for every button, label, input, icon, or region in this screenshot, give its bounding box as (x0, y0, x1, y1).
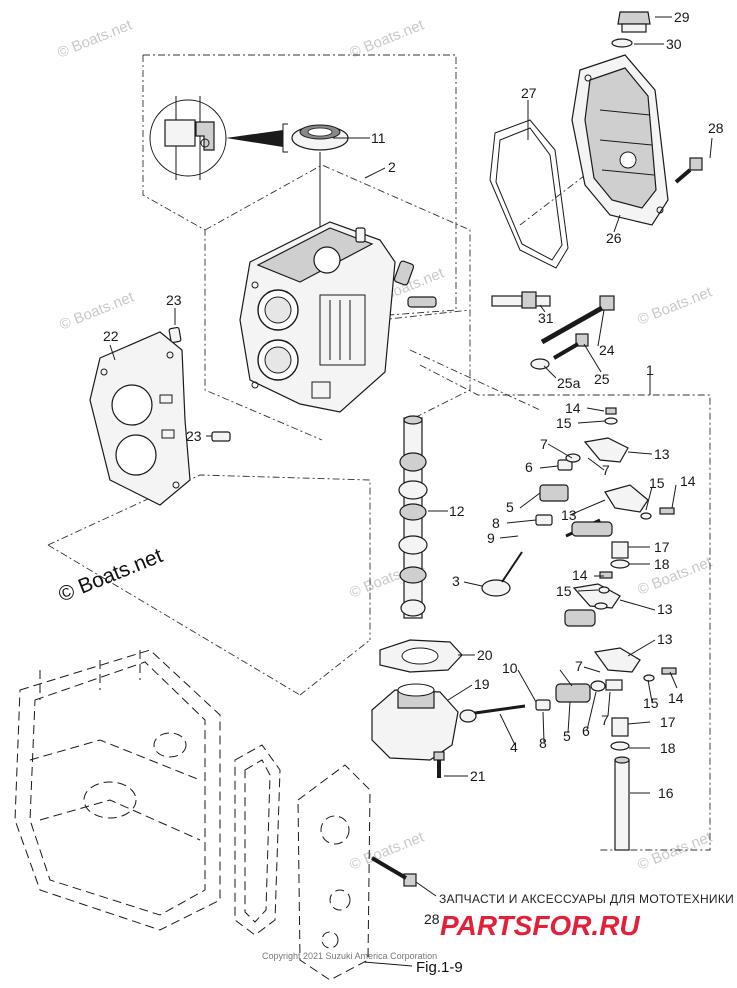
part-label: 14 (680, 473, 696, 489)
plug-icon (355, 227, 366, 243)
part-label: 14 (572, 567, 588, 583)
cap-gasket-icon (611, 38, 633, 48)
cylinder-block-phantom (14, 649, 221, 931)
brand-logo: PARTSFOR.RU (440, 910, 640, 941)
part-label: 1 (646, 362, 654, 378)
part-label: 29 (674, 9, 690, 25)
watermark: © Boats.net (635, 828, 715, 874)
part-label: 13 (657, 631, 673, 647)
part-label: 5 (563, 728, 571, 744)
part-label: 12 (449, 503, 465, 519)
part-label: 24 (599, 342, 615, 358)
part-label: 15 (556, 583, 572, 599)
part-label: 27 (521, 85, 537, 101)
leader-lines (109, 16, 713, 967)
part-label: 15 (643, 695, 659, 711)
watermark: © Boats.net (57, 288, 137, 334)
shop-caption: ЗАПЧАСТИ И АКСЕССУАРЫ ДЛЯ МОТОТЕХНИКИ (439, 892, 734, 906)
gasket-20 (379, 639, 463, 673)
part-illustrations (14, 11, 703, 981)
part-label: 23 (186, 428, 202, 444)
part-label: 2 (388, 159, 396, 175)
part-label: 25 (594, 371, 610, 387)
part-label: 28 (708, 120, 724, 136)
dowel-pin-icon (168, 326, 182, 344)
part-label: 23 (166, 292, 182, 308)
bolt-28-bottom (370, 856, 417, 887)
part-label: 9 (487, 530, 495, 546)
head-cover-gasket (489, 119, 569, 269)
part-label: 7 (602, 462, 610, 478)
bolt-21 (433, 751, 445, 778)
part-label: 21 (470, 768, 486, 784)
figure-number: Fig.1-9 (416, 959, 463, 976)
copyright-text: Copyright 2021 Suzuki America Corporatio… (262, 951, 437, 961)
part-label: 8 (539, 735, 547, 751)
part-label: 7 (601, 712, 609, 728)
dowel-pin-icon (211, 431, 231, 442)
part-label: 25a (557, 375, 581, 391)
bolt-28-top (674, 157, 703, 184)
part-label: 11 (371, 130, 386, 146)
bolt-25 (552, 333, 589, 360)
part-label: 6 (582, 723, 590, 739)
valve-train-lower (459, 667, 677, 851)
exhaust-cover-phantom (234, 744, 281, 936)
part-label: 14 (565, 400, 581, 416)
part-label: 15 (649, 475, 665, 491)
part-label: 4 (510, 739, 518, 755)
part-label: 20 (477, 647, 493, 663)
part-label: 17 (654, 539, 670, 555)
part-label: 22 (103, 328, 119, 344)
thermostat-housing (371, 683, 459, 761)
part-label: 6 (525, 459, 533, 475)
part-label: 10 (502, 660, 518, 676)
watermark-large: © Boats.net (55, 544, 166, 607)
part-label: 18 (654, 556, 670, 572)
part-label: 3 (452, 573, 460, 589)
part-label: 5 (506, 499, 514, 515)
spark-plug (491, 291, 551, 309)
oil-filler-cap (617, 11, 651, 33)
part-label: 13 (654, 446, 670, 462)
camshaft (398, 415, 428, 619)
part-label: 30 (666, 36, 682, 52)
head-gasket (89, 331, 191, 506)
watermark: © Boats.net (635, 553, 715, 599)
valve-train-upper (481, 407, 675, 673)
washer-icon (530, 358, 550, 370)
part-label: 17 (660, 714, 676, 730)
part-label: 16 (658, 785, 674, 801)
manifold-phantom (297, 764, 371, 981)
cylinder-head (239, 221, 396, 413)
part-labels: 1 2 3 4 5 5 6 6 7 7 7 7 8 8 9 10 11 12 1… (103, 9, 724, 927)
part-label: 19 (474, 676, 490, 692)
part-label: 15 (556, 415, 572, 431)
part-label: 8 (492, 515, 500, 531)
part-label: 13 (561, 507, 577, 523)
footer: ЗАПЧАСТИ И АКСЕССУАРЫ ДЛЯ МОТОТЕХНИКИ PA… (262, 892, 734, 976)
part-label: 7 (540, 436, 548, 452)
part-label: 31 (538, 310, 554, 326)
part-label: 13 (657, 601, 673, 617)
watermark: © Boats.net (635, 283, 715, 329)
part-label: 28 (424, 911, 440, 927)
part-label: 18 (660, 740, 676, 756)
watermark: © Boats.net (55, 16, 135, 62)
part-label: 7 (575, 658, 583, 674)
sleeve-icon (393, 260, 415, 286)
part-label: 14 (668, 690, 684, 706)
head-cover (571, 54, 669, 226)
sleeve-icon (407, 296, 437, 308)
part-label: 26 (606, 230, 622, 246)
bolt-24 (540, 295, 615, 345)
